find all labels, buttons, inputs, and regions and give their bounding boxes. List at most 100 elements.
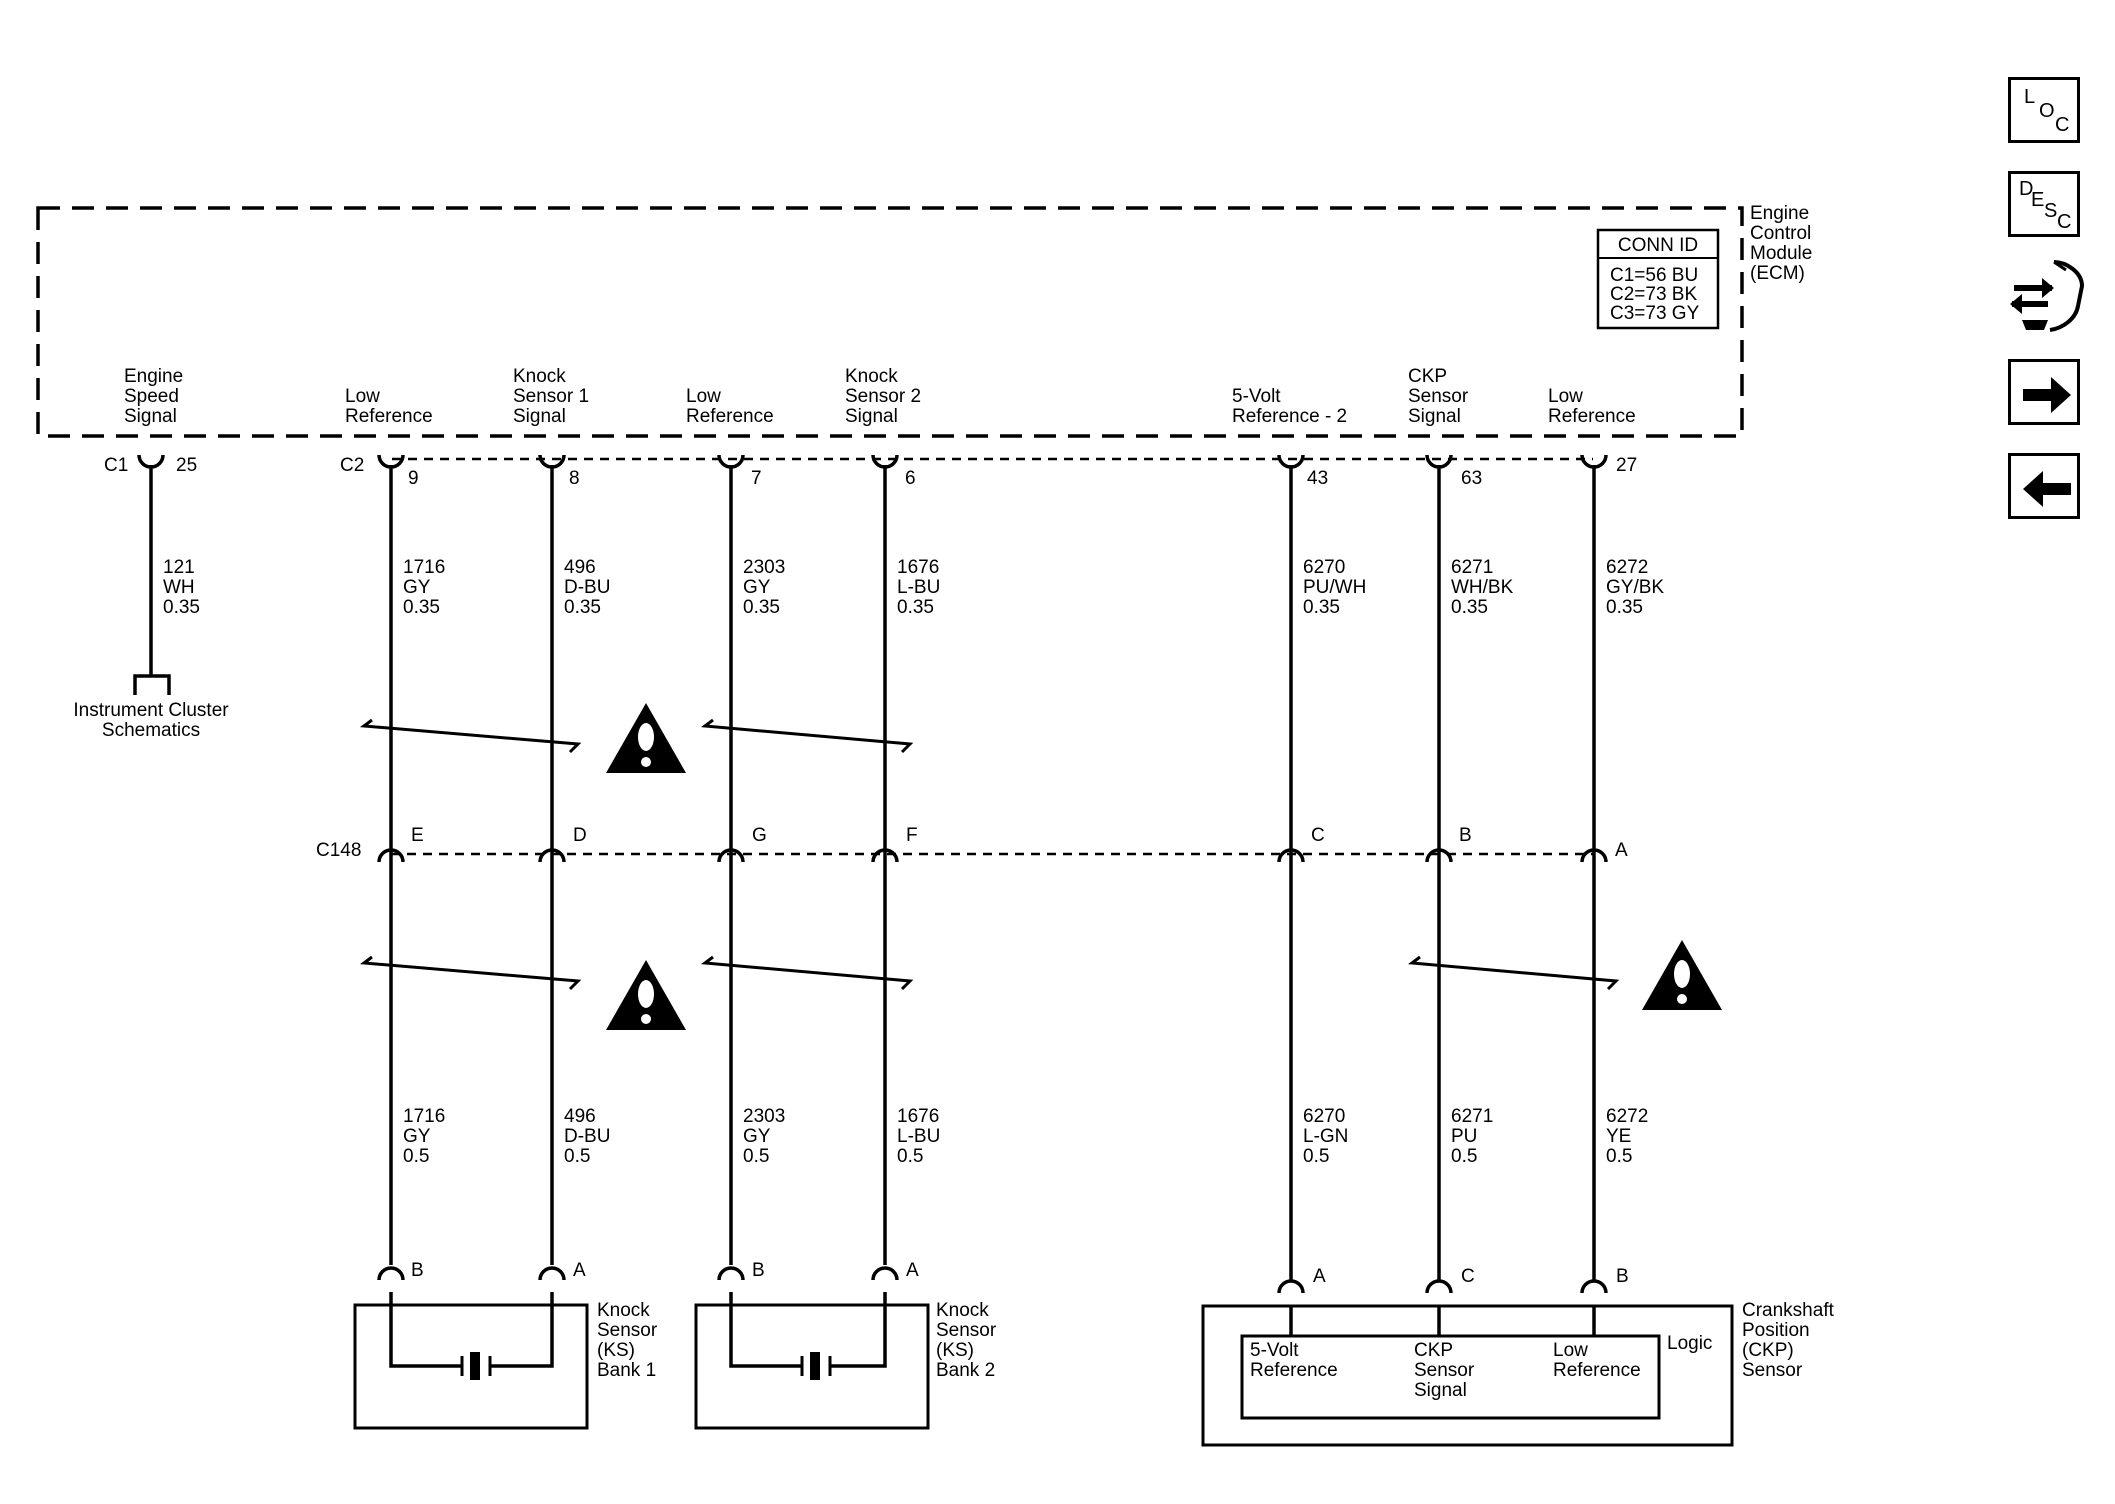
svg-text:PU: PU bbox=[1451, 1126, 1477, 1147]
connector-end-view-icon[interactable] bbox=[2008, 256, 2088, 338]
back-arrow-icon bbox=[2023, 471, 2071, 507]
caution-icon bbox=[606, 703, 686, 773]
ckp-inner-label: Signal bbox=[1414, 1380, 1467, 1401]
pin-label: Sensor bbox=[1408, 386, 1469, 407]
svg-text:0.5: 0.5 bbox=[1451, 1146, 1477, 1167]
svg-text:L-BU: L-BU bbox=[897, 577, 940, 598]
ckp-inner-label: Sensor bbox=[1414, 1360, 1475, 1381]
pin-label: Speed bbox=[124, 386, 179, 407]
ckp-inner-label: CKP bbox=[1414, 1340, 1453, 1361]
pin-number: 25 bbox=[176, 455, 197, 476]
pin-label: Signal bbox=[1408, 406, 1461, 427]
ks1-label: Knock bbox=[597, 1300, 650, 1321]
conn-id-box: CONN ID C1=56 BU C2=73 BK C3=73 GY bbox=[1596, 228, 1720, 330]
conn-id-line: C1=56 BU bbox=[1610, 265, 1698, 286]
svg-text:1716: 1716 bbox=[403, 557, 445, 578]
svg-text:0.5: 0.5 bbox=[1303, 1146, 1329, 1167]
forward-button[interactable] bbox=[2008, 359, 2080, 425]
ks1-label: Bank 1 bbox=[597, 1360, 656, 1381]
pin-letter: A bbox=[906, 1260, 919, 1281]
c148-label: C148 bbox=[316, 840, 361, 861]
conn-id-line: C2=73 BK bbox=[1610, 284, 1697, 305]
pin-number: 9 bbox=[408, 468, 419, 489]
pin-letter: E bbox=[411, 825, 424, 846]
svg-text:Control: Control bbox=[1750, 223, 1811, 244]
ckp-inner-label: Low bbox=[1553, 1340, 1588, 1361]
pin-label: Reference bbox=[1548, 406, 1636, 427]
ckp-inner-label: 5-Volt bbox=[1250, 1340, 1299, 1361]
ecm-outline bbox=[36, 206, 1744, 438]
svg-text:D-BU: D-BU bbox=[564, 577, 610, 598]
pin-label: Low bbox=[686, 386, 721, 407]
pin-label: Knock bbox=[845, 366, 898, 387]
pin-number: 7 bbox=[751, 468, 762, 489]
ckp-sensor: Logic 5-Volt Reference CKP Sensor Signal… bbox=[1201, 1300, 1835, 1447]
pin-number: 43 bbox=[1307, 468, 1328, 489]
svg-text:PU/WH: PU/WH bbox=[1303, 577, 1366, 598]
svg-text:(ECM): (ECM) bbox=[1750, 263, 1805, 284]
back-button[interactable] bbox=[2008, 453, 2080, 519]
twisted-pair-markers bbox=[359, 718, 1620, 991]
desc-letter: S bbox=[2044, 200, 2058, 222]
connector-c1-label: C1 bbox=[104, 455, 128, 476]
c148-pin-labels: E D G F C B A bbox=[411, 825, 1628, 861]
ecm-pin-numbers: 25 9 8 7 6 43 63 27 bbox=[176, 455, 1637, 489]
connector-symbols bbox=[137, 454, 1608, 1294]
description-button[interactable]: D E S C bbox=[2008, 171, 2080, 237]
svg-text:GY/BK: GY/BK bbox=[1606, 577, 1664, 598]
svg-text:0.5: 0.5 bbox=[403, 1146, 429, 1167]
ks2-label: Bank 2 bbox=[936, 1360, 995, 1381]
svg-text:1716: 1716 bbox=[403, 1106, 445, 1127]
svg-text:GY: GY bbox=[743, 577, 771, 598]
svg-text:1676: 1676 bbox=[897, 1106, 939, 1127]
ecm-name: Engine Control Module (ECM) bbox=[1750, 203, 1812, 284]
pin-label: Low bbox=[345, 386, 380, 407]
pin-label: Reference bbox=[345, 406, 433, 427]
svg-text:D-BU: D-BU bbox=[564, 1126, 610, 1147]
svg-text:0.35: 0.35 bbox=[1451, 597, 1488, 618]
svg-text:Module: Module bbox=[1750, 243, 1812, 264]
ks2-label: (KS) bbox=[936, 1340, 974, 1361]
svg-text:WH: WH bbox=[163, 577, 195, 598]
pin-letter: B bbox=[1616, 1266, 1629, 1287]
location-button[interactable]: L O C bbox=[2008, 77, 2080, 143]
svg-text:6271: 6271 bbox=[1451, 557, 1493, 578]
pin-number: 63 bbox=[1461, 468, 1482, 489]
knock-sensor-bank-1: Knock Sensor (KS) Bank 1 bbox=[353, 1292, 658, 1430]
svg-text:2303: 2303 bbox=[743, 1106, 785, 1127]
pin-letter: C bbox=[1461, 1266, 1475, 1287]
svg-text:496: 496 bbox=[564, 557, 596, 578]
ks1-label: (KS) bbox=[597, 1340, 635, 1361]
svg-text:6270: 6270 bbox=[1303, 1106, 1345, 1127]
svg-text:GY: GY bbox=[403, 1126, 431, 1147]
ckp-name: (CKP) bbox=[1742, 1340, 1794, 1361]
svg-text:GY: GY bbox=[743, 1126, 771, 1147]
ckp-name: Crankshaft bbox=[1742, 1300, 1835, 1321]
ckp-inner-label: Reference bbox=[1250, 1360, 1338, 1381]
svg-text:WH/BK: WH/BK bbox=[1451, 577, 1514, 598]
svg-text:0.35: 0.35 bbox=[403, 597, 440, 618]
caution-icon bbox=[606, 960, 686, 1030]
instrument-cluster-label: Schematics bbox=[102, 720, 200, 741]
svg-text:0.5: 0.5 bbox=[743, 1146, 769, 1167]
svg-text:496: 496 bbox=[564, 1106, 596, 1127]
svg-text:YE: YE bbox=[1606, 1126, 1631, 1147]
pin-number: 27 bbox=[1616, 455, 1637, 476]
pin-letter: A bbox=[573, 1260, 586, 1281]
instrument-cluster-stub: Instrument Cluster Schematics bbox=[73, 674, 229, 741]
pin-letter: C bbox=[1311, 825, 1325, 846]
pin-letter: A bbox=[1615, 840, 1628, 861]
svg-text:1676: 1676 bbox=[897, 557, 939, 578]
svg-text:Engine: Engine bbox=[1750, 203, 1809, 224]
ckp-name: Position bbox=[1742, 1320, 1810, 1341]
conn-id-title: CONN ID bbox=[1618, 235, 1698, 256]
svg-text:0.5: 0.5 bbox=[897, 1146, 923, 1167]
ks2-label: Sensor bbox=[936, 1320, 997, 1341]
pin-letter: B bbox=[411, 1260, 424, 1281]
ckp-logic-label: Logic bbox=[1667, 1333, 1712, 1354]
pin-label: CKP bbox=[1408, 366, 1447, 387]
pin-letter: B bbox=[1459, 825, 1472, 846]
ckp-inner-label: Reference bbox=[1553, 1360, 1641, 1381]
loc-letter: C bbox=[2055, 114, 2070, 136]
ckp-name: Sensor bbox=[1742, 1360, 1803, 1381]
